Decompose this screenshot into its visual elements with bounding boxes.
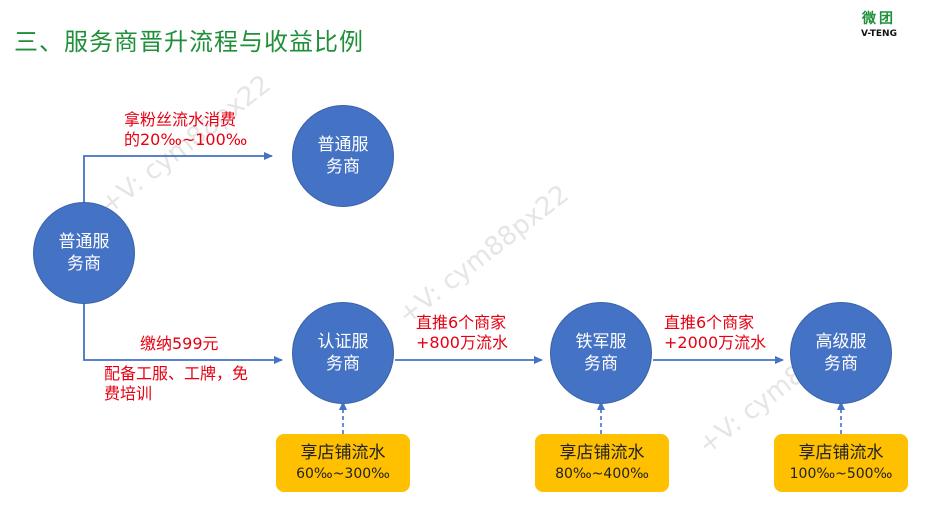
logo-cn: 微团 xyxy=(862,11,896,27)
box-range: 60‰~300‰ xyxy=(296,466,390,482)
store-revenue-box-1: 享店铺流水 60‰~300‰ xyxy=(276,434,410,492)
promotion-requirement-2: 直推6个商家 +2000万流水 xyxy=(664,313,767,352)
arrow-to-normal xyxy=(83,152,273,204)
store-revenue-box-3: 享店铺流水 100‰~500‰ xyxy=(774,434,908,492)
node-start-normal-provider: 普通服务商 xyxy=(33,202,135,304)
node-iron-provider: 铁军服务商 xyxy=(550,302,652,404)
node-normal-provider: 普通服务商 xyxy=(292,105,394,207)
box-title: 享店铺流水 xyxy=(798,443,884,463)
node-label: 认证服务商 xyxy=(317,332,369,374)
benefit-label: 配备工服、工牌，免 费培训 xyxy=(104,364,249,403)
logo-en: V-TENG xyxy=(861,29,897,39)
box-title: 享店铺流水 xyxy=(559,443,645,463)
store-revenue-box-2: 享店铺流水 80‰~400‰ xyxy=(535,434,669,492)
page-title: 三、服务商晋升流程与收益比例 xyxy=(14,28,364,56)
node-certified-provider: 认证服务商 xyxy=(292,302,394,404)
node-label: 普通服务商 xyxy=(317,135,369,177)
fee-label: 缴纳599元 xyxy=(140,334,219,353)
promotion-requirement-1: 直推6个商家 +800万流水 xyxy=(416,313,508,352)
node-label: 铁军服务商 xyxy=(575,332,627,374)
arrow-to-certified xyxy=(83,302,283,364)
box-range: 80‰~400‰ xyxy=(555,466,649,482)
fan-revenue-label: 拿粉丝流水消费 的20‰~100‰ xyxy=(124,110,248,149)
node-senior-provider: 高级服务商 xyxy=(790,302,892,404)
brand-logo: 微团 V-TENG xyxy=(846,10,912,46)
node-label: 高级服务商 xyxy=(815,332,867,374)
node-label: 普通服务商 xyxy=(58,232,110,274)
box-range: 100‰~500‰ xyxy=(789,466,893,482)
box-title: 享店铺流水 xyxy=(300,443,386,463)
